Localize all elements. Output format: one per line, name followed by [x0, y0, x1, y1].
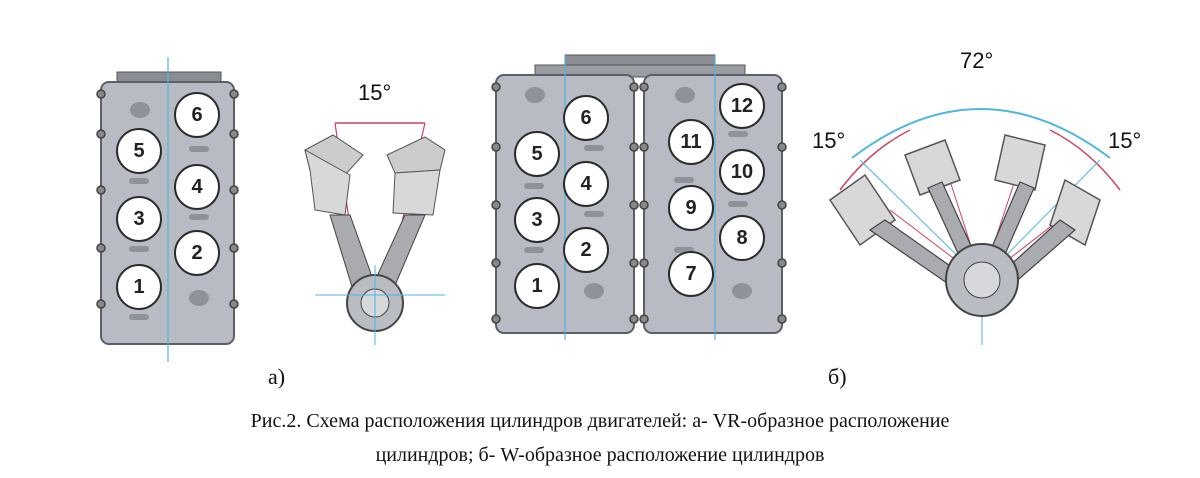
cylinder-10: 10	[719, 149, 765, 195]
cylinder-6: 6	[563, 95, 609, 141]
cylinder-11: 11	[668, 119, 714, 165]
figure-b-label: б)	[828, 364, 847, 389]
cylinder-9: 9	[668, 185, 714, 231]
vr-piston-diagram	[304, 122, 446, 345]
figure-caption-line-2: цилиндров; б- W-образное расположение ци…	[375, 444, 825, 466]
cylinder-6: 6	[174, 92, 220, 138]
cylinder-8: 8	[719, 215, 765, 261]
cylinder-5: 5	[116, 128, 162, 174]
figure-caption-line-1: Рис.2. Схема расположения цилиндров двиг…	[250, 410, 950, 432]
w-angle-right-label: 15°	[1108, 128, 1142, 153]
w-angle-total-label: 72°	[960, 48, 994, 73]
cylinder-2: 2	[563, 227, 609, 273]
figure-a-label: а)	[268, 364, 286, 389]
w-piston-diagram	[828, 108, 1121, 345]
cylinder-1: 1	[514, 263, 560, 309]
w-angle-left-label: 15°	[812, 128, 846, 153]
cylinder-1: 1	[116, 264, 162, 310]
cylinder-12: 12	[719, 83, 765, 129]
cylinder-2: 2	[174, 230, 220, 276]
cylinder-3: 3	[116, 196, 162, 242]
cylinder-5: 5	[514, 131, 560, 177]
cylinder-4: 4	[563, 161, 609, 207]
cylinder-4: 4	[174, 164, 220, 210]
cylinder-3: 3	[514, 197, 560, 243]
w-engine-block: 5 3 1 6 4 2 11 9 7 12 10 8	[490, 54, 790, 340]
vr-engine-block: 5 3 1 6 4 2	[95, 57, 240, 362]
cylinder-7: 7	[668, 251, 714, 297]
vr-angle-label: 15°	[358, 80, 392, 105]
